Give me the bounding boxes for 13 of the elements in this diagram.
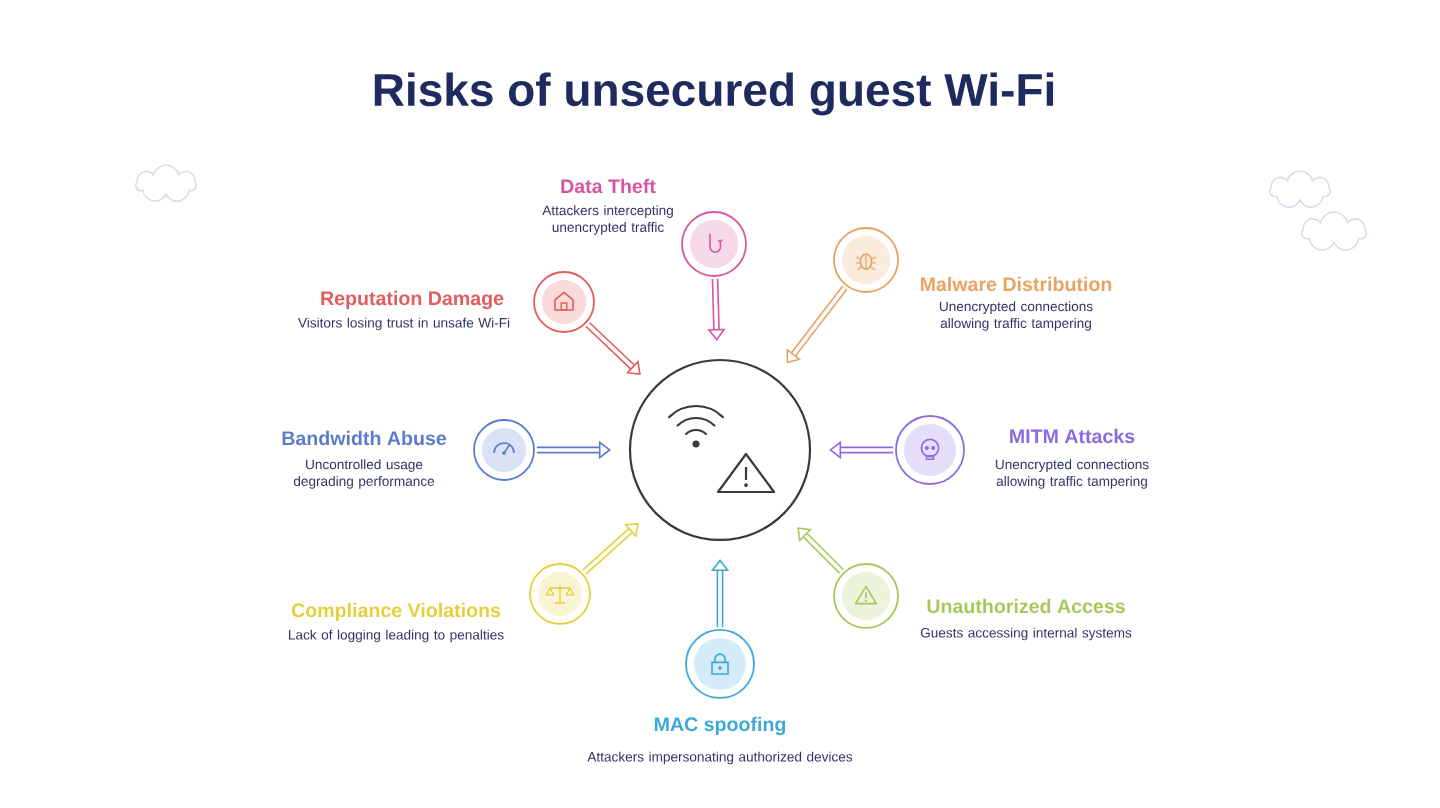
arrow xyxy=(786,285,848,364)
risk-title: Malware Distribution xyxy=(920,276,1112,292)
risk-title: Unauthorized Access xyxy=(927,598,1125,614)
hub-circle xyxy=(628,358,812,542)
risk-title: MAC spoofing xyxy=(654,716,786,736)
risk-title: Bandwidth Abuse xyxy=(282,430,447,446)
arrow xyxy=(797,527,844,574)
risk-title: Compliance Violations xyxy=(291,602,501,622)
risk-title: Reputation Damage xyxy=(321,290,504,310)
arrow xyxy=(585,322,641,375)
risk-title: Data Theft xyxy=(561,178,656,194)
risk-title: MITM Attacks xyxy=(1010,428,1135,444)
title: Risks of unsecured guest Wi-Fi xyxy=(374,72,1054,116)
